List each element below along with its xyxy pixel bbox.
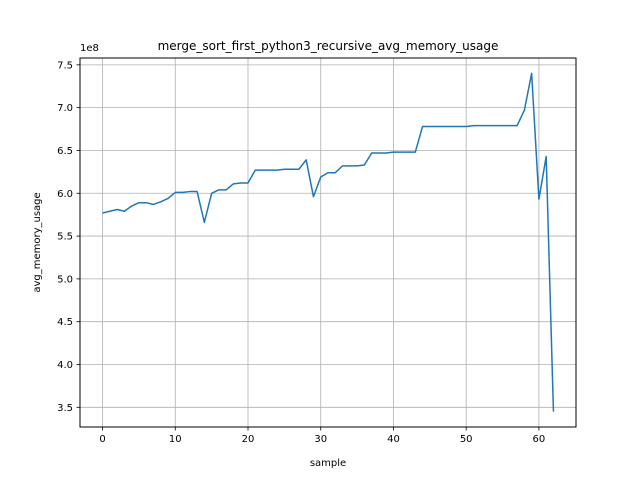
x-tick-label: 50 <box>460 434 473 445</box>
series-lines <box>102 72 555 412</box>
x-axis-label: sample <box>310 458 346 469</box>
y-tick-label: 6.5 <box>57 146 73 157</box>
x-tick-label: 60 <box>533 434 546 445</box>
y-tick-label: 7.5 <box>57 60 73 71</box>
tick-marks <box>76 64 540 431</box>
y-offset-label: 1e8 <box>80 43 99 54</box>
y-tick-label: 7.0 <box>57 103 73 114</box>
y-tick-label: 4.0 <box>57 360 73 371</box>
y-axis-label: avg_memory_usage <box>32 192 43 292</box>
x-tick-label: 10 <box>169 434 182 445</box>
x-tick-label: 0 <box>99 434 105 445</box>
y-tick-label: 4.5 <box>57 317 73 328</box>
x-tick-label: 30 <box>314 434 327 445</box>
grid-lines <box>80 58 576 427</box>
y-tick-label: 5.0 <box>57 274 73 285</box>
x-tick-label: 40 <box>387 434 400 445</box>
tick-labels: 0 10 20 30 40 50 60 3.5 4.0 4.5 5.0 5.5 6.0 6.5 7.0 7.5 <box>57 60 545 445</box>
x-tick-label: 20 <box>242 434 255 445</box>
series-line <box>102 72 555 412</box>
plot-frame <box>79 57 577 428</box>
y-tick-label: 6.0 <box>57 189 73 200</box>
y-tick-label: 3.5 <box>57 403 73 414</box>
y-tick-label: 5.5 <box>57 232 73 243</box>
chart-title: merge_sort_first_python3_recursive_avg_m… <box>158 39 499 53</box>
